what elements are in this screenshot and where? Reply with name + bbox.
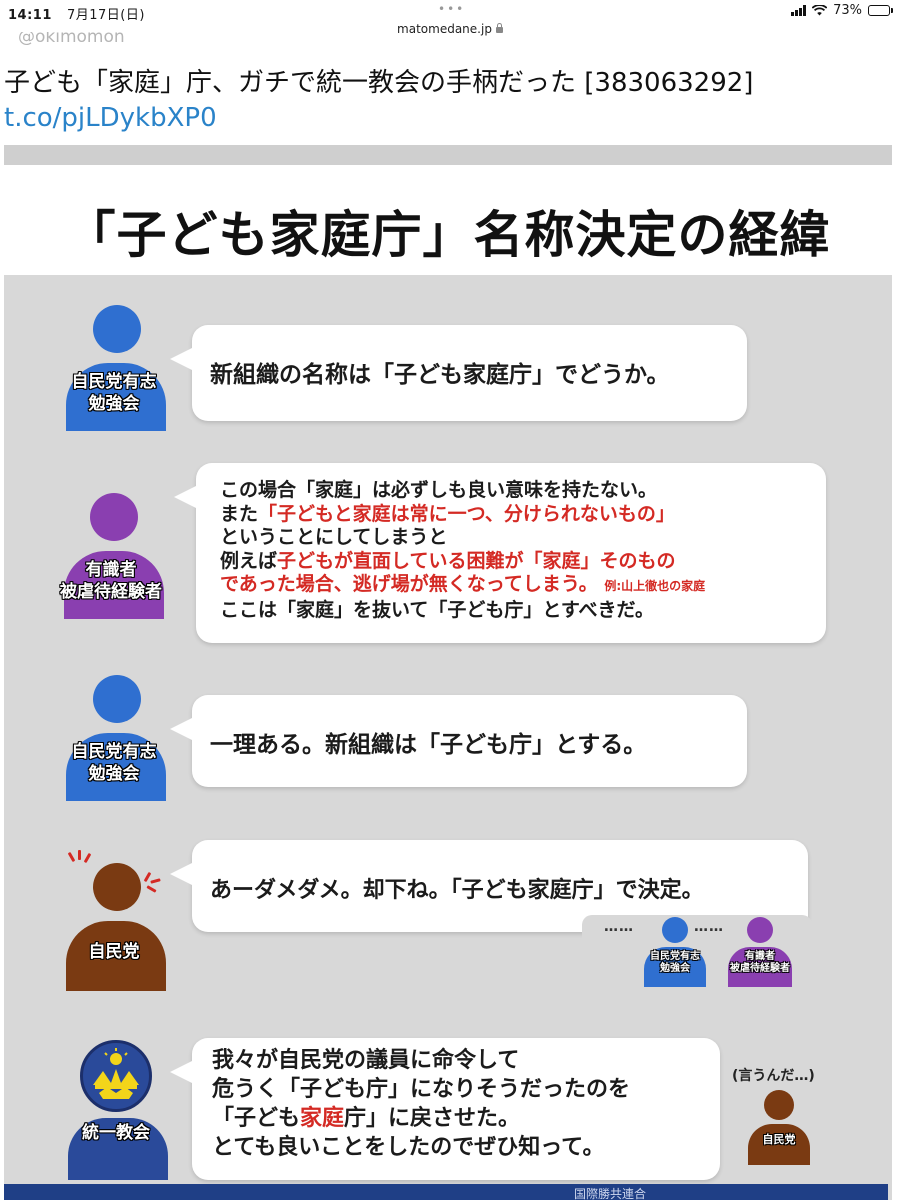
mini-body-blue (644, 947, 706, 987)
speaker-ldp-small: 自民党 (744, 1090, 814, 1165)
speaker-ldp-study-group-2: 自民党有志勉強会 (66, 675, 166, 801)
battery-icon (868, 5, 893, 16)
lock-icon (495, 23, 503, 33)
speaker-label: 有識者被虐待経験者 (60, 560, 162, 602)
speech-bubble-1: 新組織の名称は「子ども家庭庁」でどうか。 (170, 325, 747, 421)
person-body (66, 921, 166, 991)
wifi-icon (812, 5, 828, 16)
tweet-link[interactable]: t.co/pjLDykbXP0 (4, 103, 217, 133)
mini-head-blue (662, 917, 688, 943)
emblem-figures-icon (93, 1048, 139, 1099)
speaker-label: 自民党 (88, 942, 140, 962)
person-head (764, 1090, 794, 1120)
speech-bubble-2: この場合「家庭」は必ずしも良い意味を持たない。 また「子どもと家庭は常に一つ、分… (174, 463, 826, 643)
person-head (93, 675, 141, 723)
status-time: 14:11 7月17日(日) (8, 8, 145, 23)
speaker-ldp-study-group: 自民党有志勉強会 (66, 305, 166, 431)
url-bar[interactable]: matomedane.jp (0, 22, 900, 42)
infographic-image: 「子ども家庭庁」名称決定の経緯 自民党有志勉強会 新組織の名称は「子ども家庭庁」… (4, 145, 892, 1200)
person-head (93, 305, 141, 353)
status-indicators: 73% (791, 3, 893, 18)
aside-remark: (言うんだ…) (732, 1068, 815, 1084)
url-text[interactable]: matomedane.jp (397, 22, 492, 36)
infographic-title: 「子ども家庭庁」名称決定の経緯 (65, 206, 831, 264)
tweet-handle: @okimomon (18, 32, 125, 46)
infographic-footer-band: 国際勝共連合 (4, 1184, 888, 1200)
battery-percent: 73% (833, 3, 862, 18)
footer-text: 国際勝共連合 (574, 1187, 647, 1200)
speech-bubble-5: 我々が自民党の議員に命令して 危うく「子ども庁」になりそうだったのを 「子ども家… (170, 1038, 720, 1180)
person-body (748, 1124, 810, 1165)
speaker-unification-church: 統一教会 (68, 1040, 168, 1180)
mini-label-ldp: 自民党 (762, 1133, 796, 1146)
ellipsis-right: …… (694, 919, 724, 935)
tweet-text: 子ども「家庭」庁、ガチで統一教会の手柄だった [383063292] (4, 68, 754, 98)
person-head (93, 863, 141, 911)
cellular-signal-icon (791, 5, 807, 16)
bystanders-group: …… …… 自民党有志勉強会 有識者被虐待経験者 (582, 915, 812, 987)
speaker-label: 自民党有志勉強会 (71, 742, 157, 784)
mini-label-experts: 有識者被虐待経験者 (730, 951, 790, 974)
person-head (90, 493, 138, 541)
person-body (68, 1118, 168, 1180)
speech-bubble-3: 一理ある。新組織は「子ども庁」とする。 (170, 695, 747, 787)
ellipsis-left: …… (604, 919, 634, 935)
anger-mark-icon (66, 850, 96, 880)
mini-head-purple (747, 917, 773, 943)
infographic-title-box: 「子ども家庭庁」名称決定の経緯 (4, 165, 892, 275)
mini-label-study-group: 自民党有志勉強会 (650, 951, 700, 974)
person-body (66, 363, 166, 431)
person-body (66, 733, 166, 801)
person-body (64, 551, 164, 619)
speaker-label: 統一教会 (82, 1123, 150, 1143)
church-emblem-icon (80, 1040, 152, 1112)
status-bar: 14:11 7月17日(日) ••• 73% (0, 0, 900, 23)
mini-body-purple (728, 947, 792, 987)
speaker-label: 自民党有志勉強会 (71, 372, 157, 414)
infographic-top-band (4, 145, 892, 165)
speaker-experts: 有識者被虐待経験者 (56, 493, 166, 619)
speaker-ldp: 自民党 (66, 863, 166, 991)
multitask-dots[interactable]: ••• (438, 2, 466, 16)
